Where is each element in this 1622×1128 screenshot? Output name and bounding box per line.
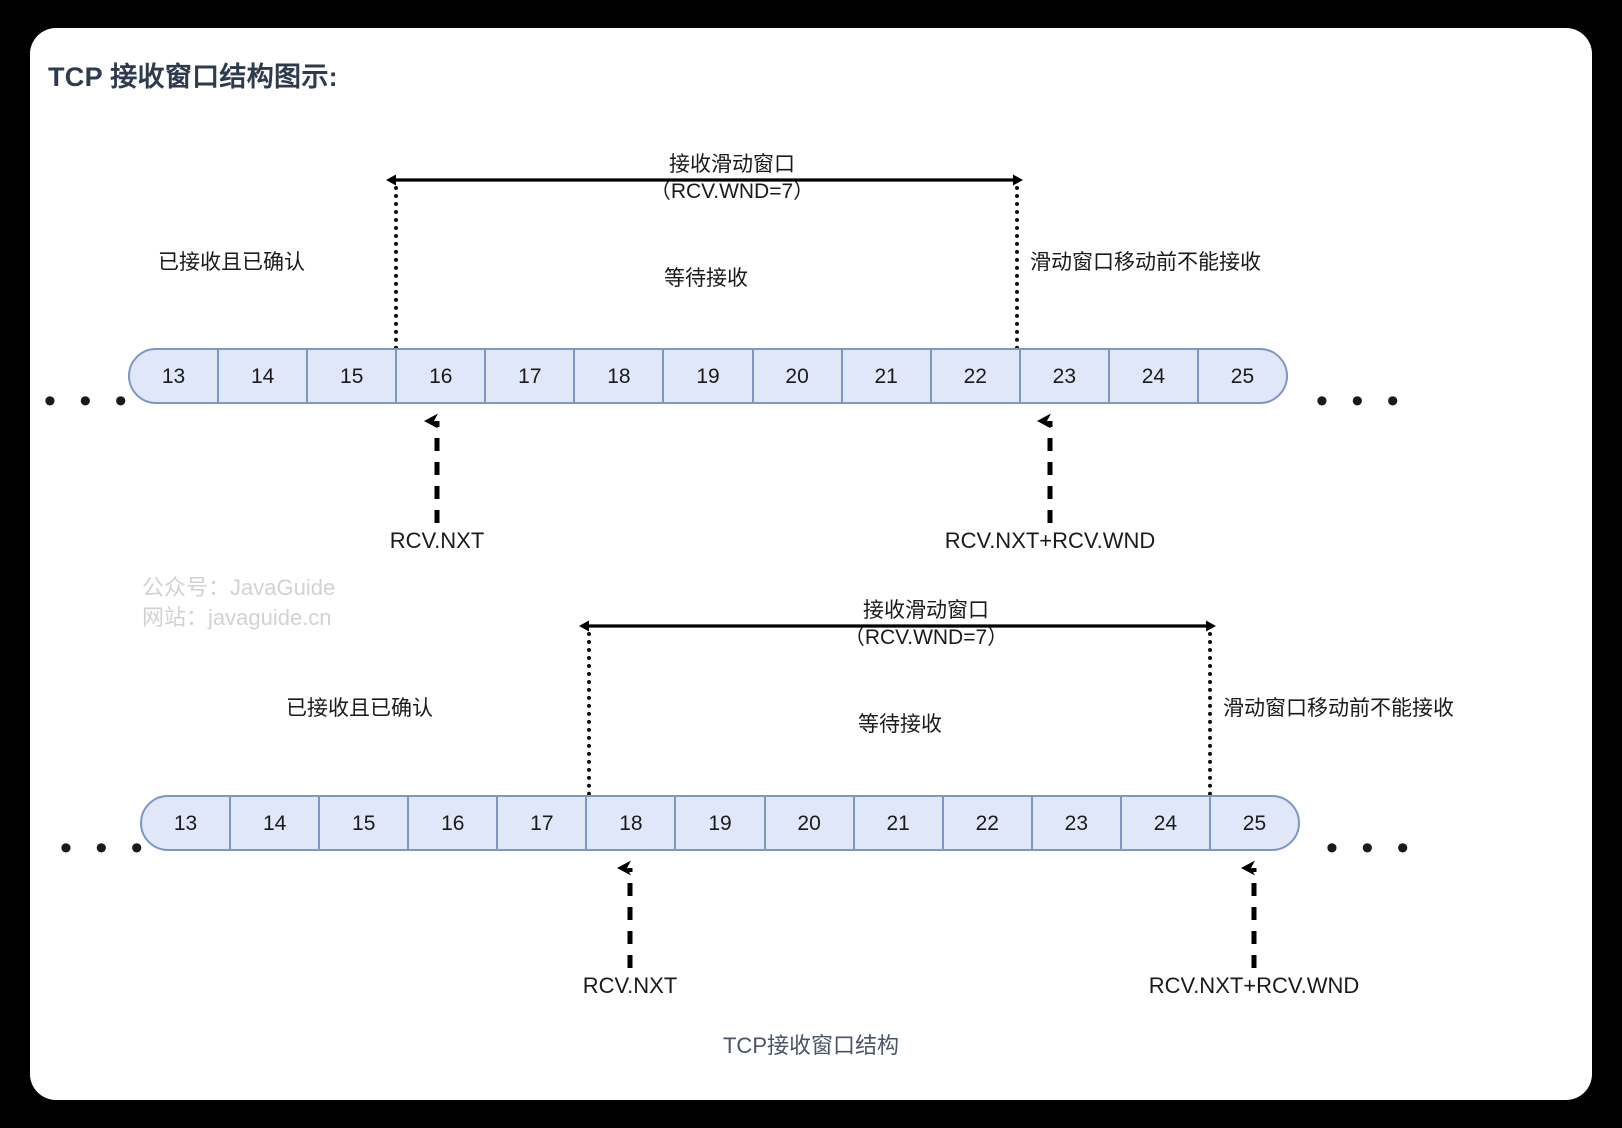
watermark: 公众号：JavaGuide 网站：javaguide.cn: [142, 573, 335, 632]
bottom-middle-region-label: 等待接收: [858, 713, 942, 736]
top-rcv-nxt-plus-wnd-label: RCV.NXT+RCV.WND: [944, 528, 1156, 553]
bottom-right-region-label: 滑动窗口移动前不能接收: [1223, 697, 1454, 720]
diagram-card: TCP 接收窗口结构图示: 接收滑动窗口 （RCV.WND=7）: [30, 28, 1592, 1100]
sequence-cell: 19: [664, 350, 754, 402]
top-window-size-label: （RCV.WND=7）: [649, 180, 815, 204]
sequence-cell: 18: [587, 797, 677, 849]
sequence-cell: 14: [231, 797, 321, 849]
bottom-window-start-boundary: [587, 632, 591, 812]
watermark-line-1: 公众号：JavaGuide: [142, 575, 336, 600]
page-title: TCP 接收窗口结构图示:: [48, 62, 338, 92]
watermark-line-2: 网站：javaguide.cn: [142, 604, 332, 630]
top-window-title-text: 接收滑动窗口: [669, 153, 795, 176]
sequence-cell: 21: [855, 797, 944, 849]
sequence-cell: 14: [219, 350, 309, 402]
bottom-window-title-text: 接收滑动窗口: [863, 599, 989, 622]
top-leading-ellipsis: • • •: [44, 382, 134, 420]
sequence-cell: 16: [409, 797, 499, 849]
top-window-title: 接收滑动窗口 （RCV.WND=7）: [650, 151, 814, 206]
diagram-caption: TCP接收窗口结构: [722, 1033, 900, 1058]
sequence-cell: 23: [1021, 350, 1110, 402]
sequence-cell: 22: [932, 350, 1021, 402]
bottom-window-size-label: （RCV.WND=7）: [843, 626, 1009, 650]
top-middle-region-label: 等待接收: [664, 267, 748, 290]
sequence-cell: 22: [944, 797, 1033, 849]
sequence-cell: 13: [130, 350, 220, 402]
bottom-window-title: 接收滑动窗口 （RCV.WND=7）: [844, 597, 1008, 652]
top-right-region-label: 滑动窗口移动前不能接收: [1030, 251, 1261, 274]
top-window-end-boundary: [1015, 186, 1019, 366]
top-trailing-ellipsis: • • •: [1316, 382, 1406, 420]
sequence-cell: 15: [308, 350, 398, 402]
bottom-window-end-boundary: [1208, 632, 1212, 812]
sequence-cell: 20: [766, 797, 855, 849]
diagram-stage: TCP 接收窗口结构图示: 接收滑动窗口 （RCV.WND=7）: [30, 28, 1592, 1100]
sequence-cell: 20: [754, 350, 843, 402]
sequence-cell: 25: [1230, 364, 1255, 388]
bottom-left-region-label: 已接收且已确认: [286, 697, 433, 720]
sequence-cell: 19: [676, 797, 766, 849]
sequence-cell: 24: [1110, 350, 1199, 402]
sequence-cell: 17: [486, 350, 576, 402]
top-rcv-nxt-label: RCV.NXT: [389, 528, 485, 553]
sequence-cell: 18: [575, 350, 665, 402]
sequence-cell: 16: [397, 350, 487, 402]
sequence-cell: 21: [843, 350, 932, 402]
sequence-cell: 24: [1122, 797, 1211, 849]
sequence-cell: 17: [498, 797, 588, 849]
bottom-rcv-nxt-label: RCV.NXT: [582, 973, 678, 998]
bottom-leading-ellipsis: • • •: [60, 829, 150, 867]
sequence-cell: 13: [142, 797, 232, 849]
sequence-cell: 25: [1242, 811, 1267, 835]
top-left-region-label: 已接收且已确认: [158, 251, 305, 274]
bottom-rcv-nxt-plus-wnd-label: RCV.NXT+RCV.WND: [1148, 973, 1360, 998]
top-window-start-boundary: [394, 186, 398, 366]
bottom-trailing-ellipsis: • • •: [1326, 829, 1416, 867]
sequence-cell: 15: [320, 797, 410, 849]
sequence-cell: 23: [1033, 797, 1122, 849]
